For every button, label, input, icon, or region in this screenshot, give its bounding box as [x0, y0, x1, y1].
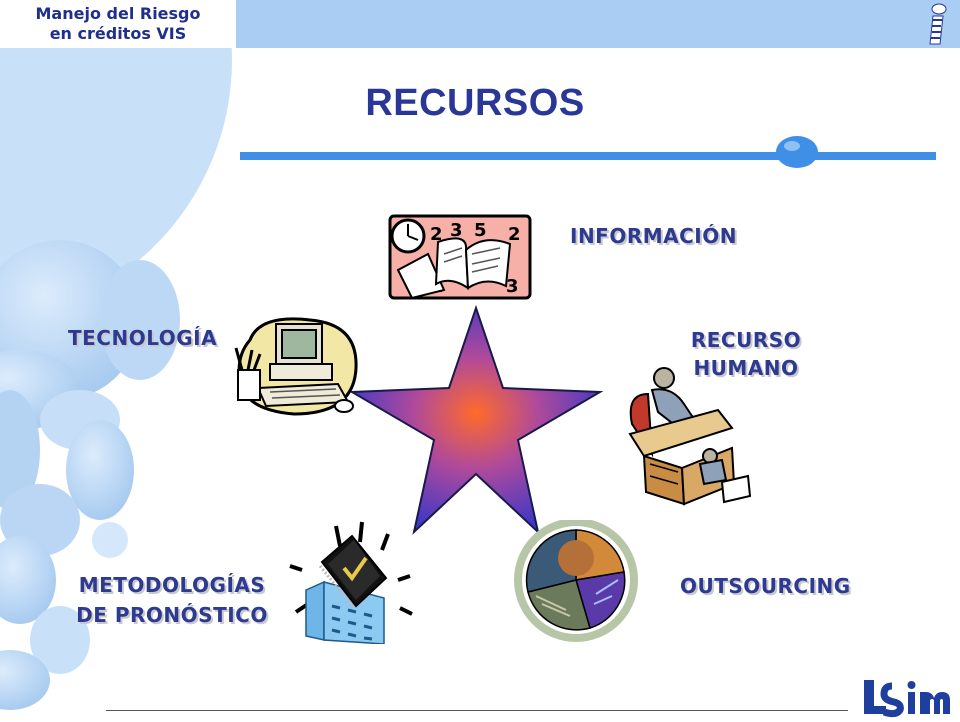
- star-shape: [348, 304, 604, 535]
- title-underline: [240, 152, 936, 160]
- header-band: [236, 0, 960, 48]
- information-clipart-icon: 2 3 5 2 3 1: [388, 214, 532, 300]
- label-recurso-humano: RECURSO HUMANO: [676, 326, 816, 382]
- outsourcing-clipart-icon: [514, 520, 638, 642]
- brand-logo: [862, 676, 954, 718]
- svg-text:3: 3: [506, 276, 519, 297]
- svg-text:2: 2: [430, 224, 443, 245]
- label-recurso-line-1: RECURSO: [690, 328, 802, 352]
- header-line-1: Manejo del Riesgo: [35, 4, 201, 23]
- label-tecnologia: TECNOLOGÍA: [68, 326, 218, 350]
- slide-title: RECURSOS: [365, 82, 585, 124]
- svg-text:3: 3: [450, 220, 463, 241]
- label-recurso-line-2: HUMANO: [693, 356, 799, 380]
- footer-rule: [106, 710, 848, 711]
- svg-text:2: 2: [508, 224, 521, 245]
- human-resource-clipart-icon: [628, 367, 752, 506]
- technology-clipart-icon: [234, 317, 358, 416]
- methodology-clipart-icon: [289, 521, 413, 644]
- label-informacion: INFORMACIÓN: [570, 224, 737, 248]
- header-title: Manejo del Riesgo en créditos VIS: [0, 0, 236, 48]
- decorative-circles: [0, 0, 232, 710]
- header-line-2: en créditos VIS: [49, 24, 187, 43]
- label-metodologias: METODOLOGÍAS DE PRONÓSTICO: [62, 570, 282, 630]
- label-outsourcing: OUTSOURCING: [680, 574, 851, 598]
- info-icon: [929, 3, 947, 45]
- brand-logo-graphic: [864, 680, 950, 718]
- svg-text:5: 5: [474, 220, 487, 241]
- label-metodologias-line-2: DE PRONÓSTICO: [76, 603, 268, 627]
- title-ornament: [776, 136, 818, 168]
- label-metodologias-line-1: METODOLOGÍAS: [78, 573, 266, 597]
